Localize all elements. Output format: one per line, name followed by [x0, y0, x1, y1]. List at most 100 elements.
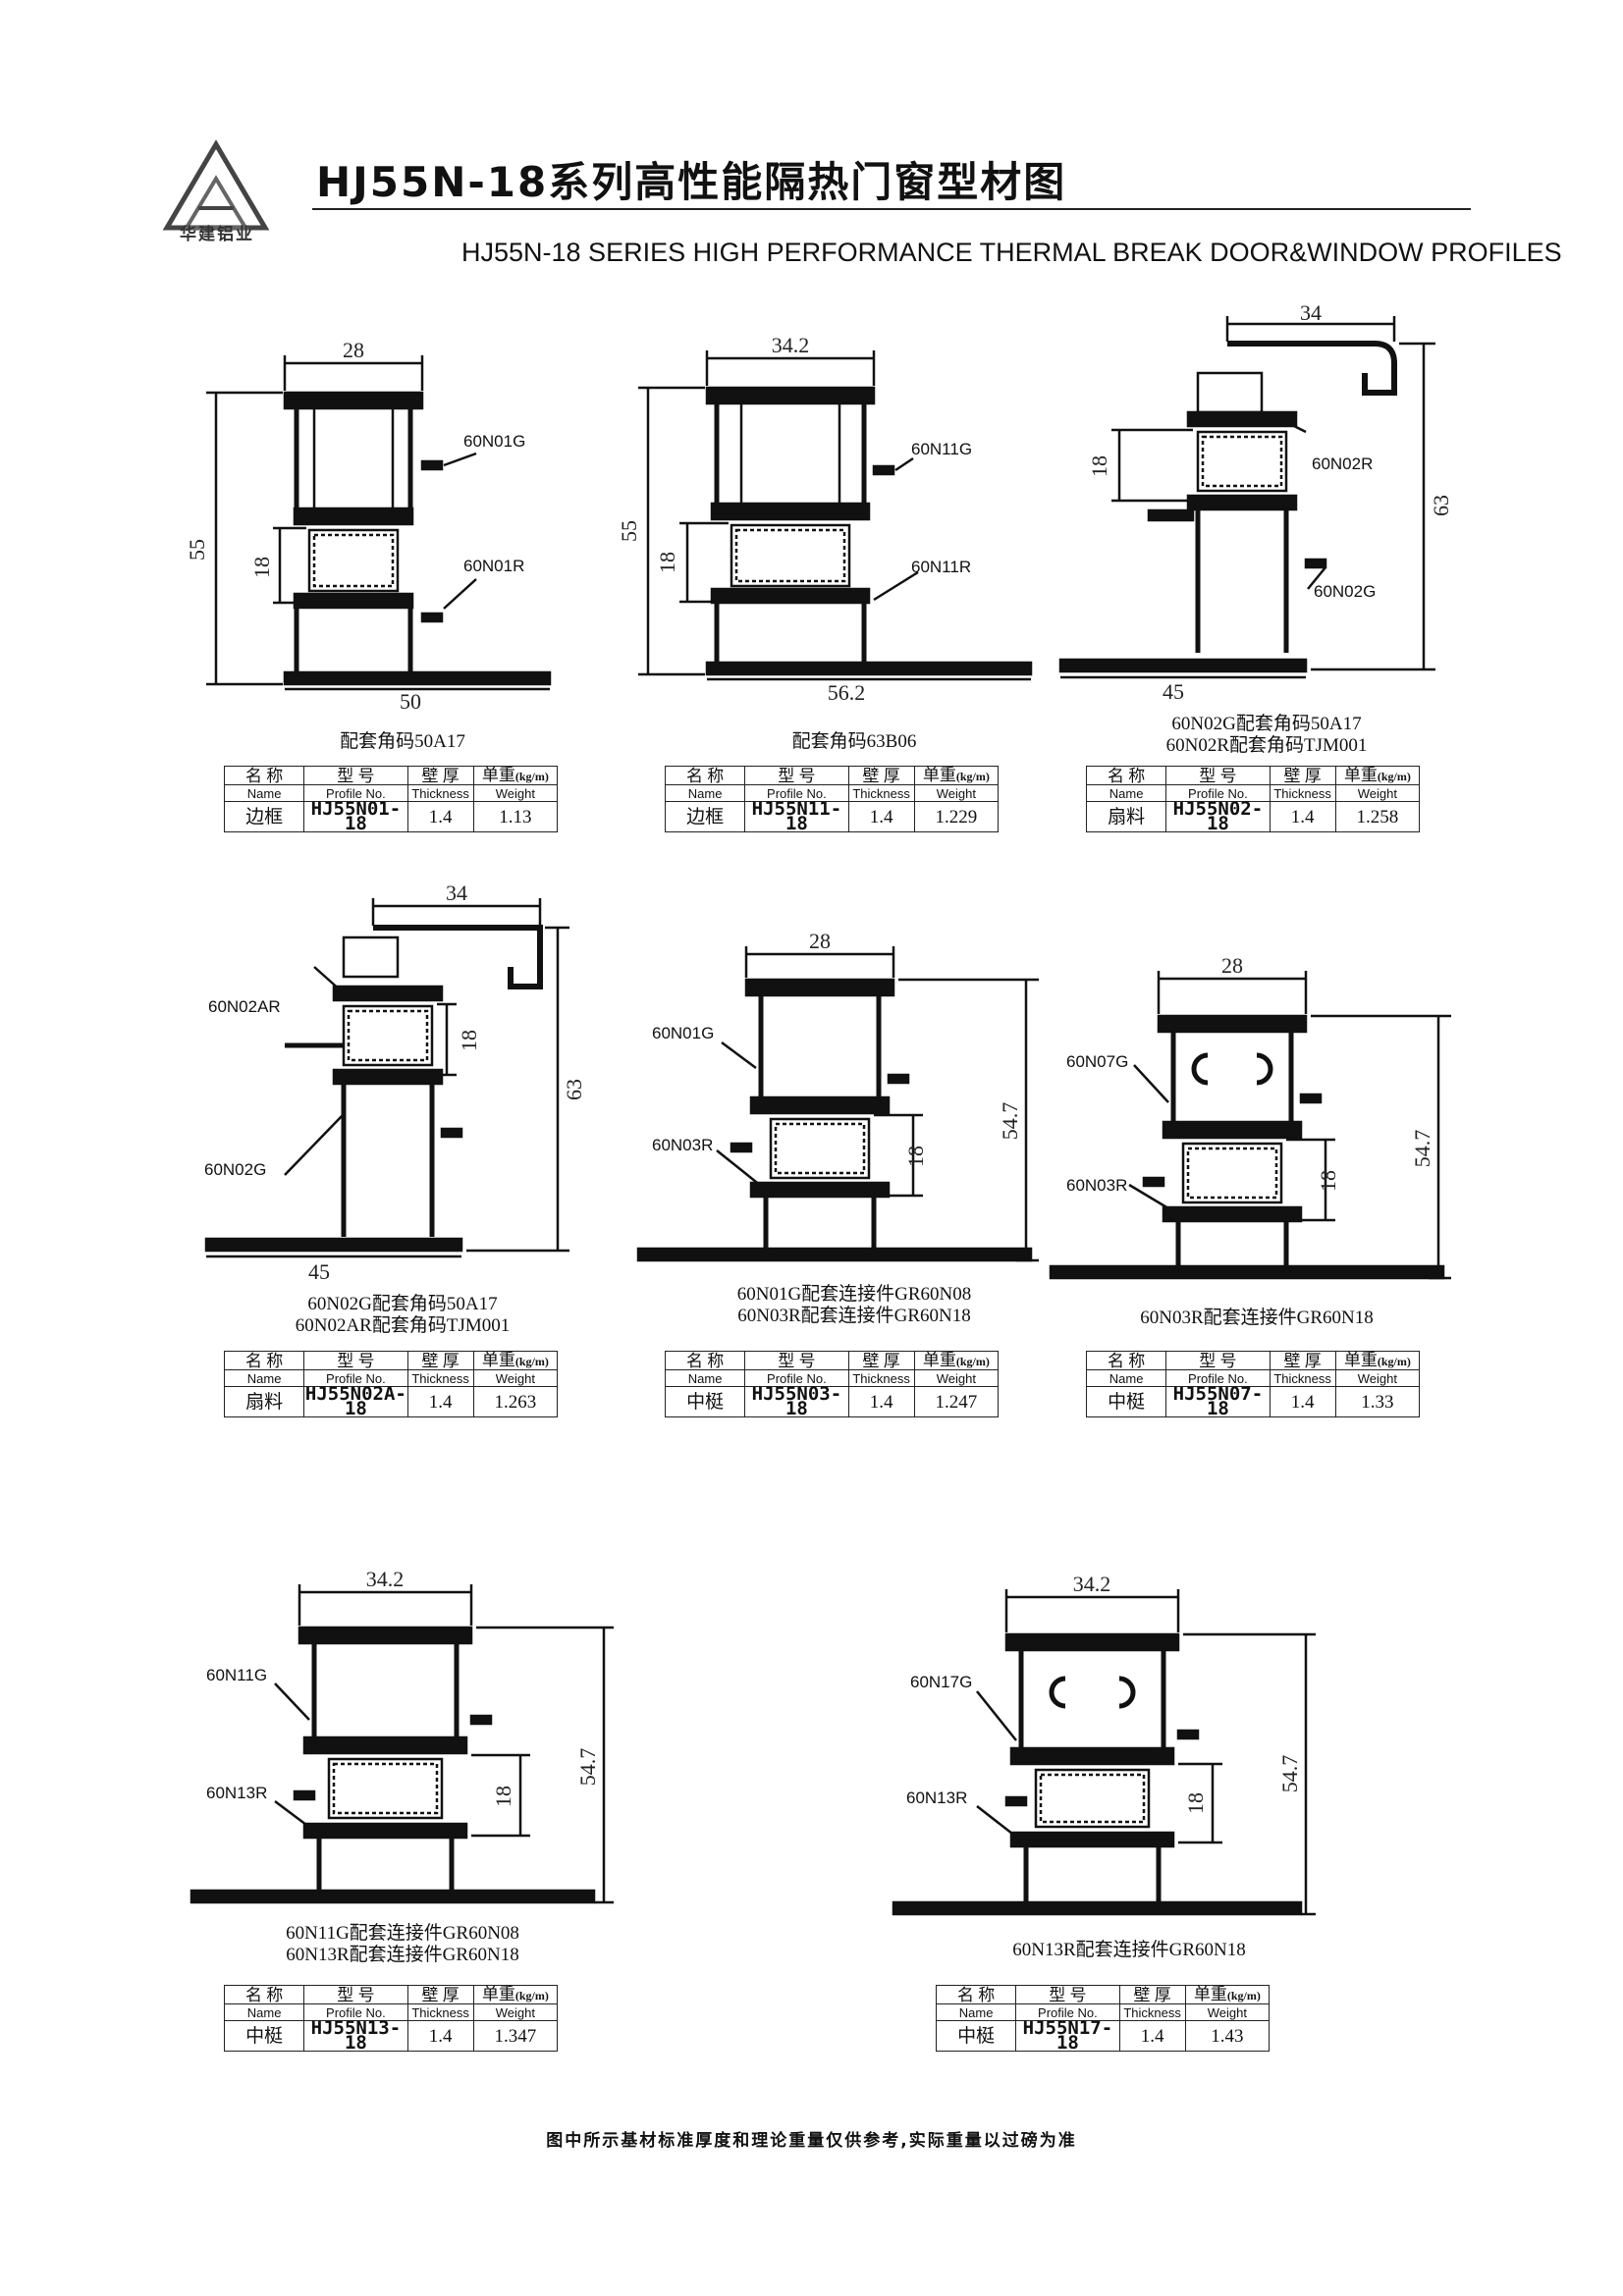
dim-height: 54.7	[998, 1102, 1022, 1141]
cell-weight: 1.229	[913, 801, 1000, 832]
dim-top-width: 34.2	[366, 1567, 405, 1591]
dim-insert: 18	[655, 552, 679, 573]
profile-drawing-7: 34.2 54.7 18 60N11G 60N13R	[189, 1567, 614, 1904]
cell-thickness: 1.4	[1269, 1386, 1336, 1417]
part-label-g: 60N01G	[463, 432, 525, 451]
part-label-r: 60N02R	[1312, 454, 1373, 473]
dim-top-width: 34	[446, 881, 467, 905]
dim-height: 55	[185, 539, 209, 561]
th-name-en: Name	[1085, 784, 1167, 802]
part-label-r: 60N03R	[652, 1136, 713, 1154]
cell-name: 中梃	[223, 2020, 305, 2052]
cell-profile-no: HJ55N07-18	[1165, 1385, 1271, 1418]
th-thickness-en: Thickness	[1118, 2003, 1186, 2021]
caption-line: 60N02AR配套角码TJM001	[295, 1315, 511, 1336]
th-profile-en: Profile No.	[303, 2003, 408, 2021]
th-thickness: 壁 厚	[406, 1985, 474, 2004]
footer-note: 图中所示基材标准厚度和理论重量仅供参考,实际重量以过磅为准	[546, 2131, 1077, 2151]
cell-name: 边框	[223, 801, 305, 832]
caption-4: 60N02G配套角码50A17 60N02AR配套角码TJM001	[255, 1294, 550, 1337]
cell-thickness: 1.4	[1269, 801, 1336, 832]
caption-8: 60N13R配套连接件GR60N18	[972, 1940, 1286, 1961]
th-thickness: 壁 厚	[1269, 1351, 1336, 1370]
caption-line: 60N02G配套角码50A17	[307, 1294, 498, 1314]
caption-line: 60N02G配套角码50A17	[1171, 714, 1362, 734]
dim-bottom-width: 56.2	[828, 680, 866, 705]
th-name: 名 称	[1085, 1351, 1167, 1370]
page-subtitle: HJ55N-18 SERIES HIGH PERFORMANCE THERMAL…	[461, 238, 1562, 267]
th-name: 名 称	[935, 1985, 1017, 2004]
dim-top-width: 28	[343, 338, 364, 362]
caption-2: 配套角码63B06	[717, 731, 992, 753]
th-name: 名 称	[1085, 766, 1167, 785]
cell-weight: 1.347	[472, 2020, 559, 2052]
cell-profile-no: HJ55N02-18	[1165, 800, 1271, 833]
cell-name: 边框	[664, 801, 746, 832]
th-weight-en: Weight	[472, 1369, 559, 1387]
part-label-g: 60N17G	[910, 1673, 972, 1691]
th-name-en: Name	[223, 2003, 305, 2021]
cell-thickness: 1.4	[406, 801, 474, 832]
cell-profile-no: HJ55N01-18	[303, 800, 408, 833]
th-weight: 单重(kg/m)	[472, 1985, 559, 2004]
dim-insert: 18	[903, 1146, 928, 1167]
th-profile: 型 号	[303, 1985, 408, 2004]
th-profile: 型 号	[1165, 766, 1271, 785]
profile-drawing-4: 34 45 63 18 60N02AR 60N02G	[204, 881, 586, 1284]
cell-name: 中梃	[935, 2020, 1017, 2052]
th-profile: 型 号	[744, 1351, 849, 1370]
dim-height: 54.7	[1277, 1755, 1302, 1793]
dim-height: 54.7	[575, 1748, 600, 1787]
th-weight-en: Weight	[1334, 1369, 1421, 1387]
cell-thickness: 1.4	[1118, 2020, 1186, 2052]
part-label-g: 60N01G	[652, 1024, 714, 1042]
part-label-r: 60N13R	[906, 1789, 967, 1807]
profile-drawing-2: 34.2 56.2 55 18 60N11G 60N11R	[617, 333, 1033, 705]
th-profile: 型 号	[303, 766, 408, 785]
dim-height: 54.7	[1410, 1130, 1434, 1168]
cell-profile-no: HJ55N13-18	[303, 2019, 408, 2053]
page-title: HJ55N-18系列高性能隔热门窗型材图	[316, 158, 1067, 206]
th-thickness-en: Thickness	[1269, 1369, 1336, 1387]
part-label-r: 60N02AR	[208, 997, 281, 1016]
caption-line: 60N13R配套连接件GR60N18	[1012, 1940, 1246, 1960]
caption-7: 60N11G配套连接件GR60N08 60N13R配套连接件GR60N18	[236, 1923, 569, 1966]
part-label-r: 60N01R	[463, 557, 524, 575]
cell-profile-no: HJ55N11-18	[744, 800, 849, 833]
cell-thickness: 1.4	[406, 2020, 474, 2052]
caption-line: 配套角码50A17	[340, 731, 465, 752]
profile-drawing-8: 34.2 54.7 18 60N17G 60N13R	[892, 1572, 1316, 1916]
th-weight-en: Weight	[1184, 2003, 1271, 2021]
th-name: 名 称	[664, 766, 746, 785]
caption-line: 60N03R配套连接件GR60N18	[737, 1306, 971, 1326]
th-profile-en: Profile No.	[744, 1369, 849, 1387]
cell-weight: 1.13	[472, 801, 559, 832]
cell-weight: 1.247	[913, 1386, 1000, 1417]
th-thickness: 壁 厚	[1269, 766, 1336, 785]
cell-thickness: 1.4	[847, 801, 915, 832]
th-profile: 型 号	[1165, 1351, 1271, 1370]
cell-weight: 1.263	[472, 1386, 559, 1417]
th-weight: 单重(kg/m)	[1184, 1985, 1271, 2004]
dim-top-width: 34.2	[1073, 1572, 1111, 1596]
part-label-g: 60N02G	[1314, 582, 1376, 601]
caption-line: 60N02R配套角码TJM001	[1165, 735, 1368, 756]
dim-height: 63	[562, 1079, 586, 1100]
caption-5: 60N01G配套连接件GR60N08 60N03R配套连接件GR60N18	[687, 1284, 1021, 1327]
caption-line: 60N13R配套连接件GR60N18	[286, 1945, 519, 1965]
caption-line: 配套角码63B06	[791, 731, 917, 752]
cell-profile-no: HJ55N17-18	[1015, 2019, 1120, 2053]
caption-6: 60N03R配套连接件GR60N18	[1100, 1308, 1414, 1329]
th-thickness-en: Thickness	[406, 784, 474, 802]
dim-insert: 18	[491, 1786, 515, 1807]
part-label-r: 60N11R	[911, 558, 971, 576]
th-weight: 单重(kg/m)	[1334, 1351, 1421, 1370]
dim-height: 63	[1429, 495, 1453, 516]
th-weight-en: Weight	[913, 1369, 1000, 1387]
th-weight: 单重(kg/m)	[472, 766, 559, 785]
